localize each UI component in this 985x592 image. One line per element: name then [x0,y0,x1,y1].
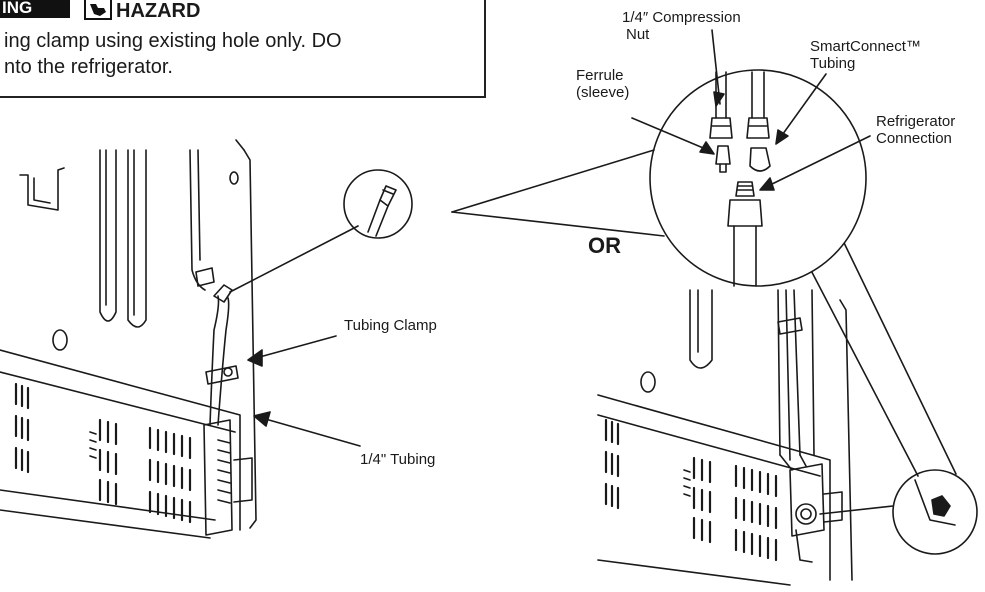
quarter-tubing-label: 1/4" Tubing [360,451,436,468]
smartconnect-tubing-label: SmartConnect™ Tubing [810,38,921,72]
warning-text: ing clamp using existing hole only. DO n… [4,28,474,80]
or-label: OR [588,233,621,258]
compression-nut-label: 1/4″ Compression Nut [622,9,741,43]
refrigerator-connection-label: Refrigerator Connection [876,113,956,147]
fitting-detail-circle [451,29,871,287]
hazard-title: HAZARD [116,0,201,22]
warning-text-line-1: ing clamp using existing hole only. DO [4,30,342,52]
warning-box: ING HAZARD ing clamp using existing hole… [0,0,486,98]
tubing-clamp-label: Tubing Clamp [344,317,437,334]
ferrule-label: Ferrule (sleeve) [576,67,630,101]
left-refrigerator-back [0,139,413,539]
hand-warning-icon [84,0,112,20]
warning-badge: ING [0,0,70,18]
warning-text-line-2: nto the refrigerator. [4,56,173,78]
